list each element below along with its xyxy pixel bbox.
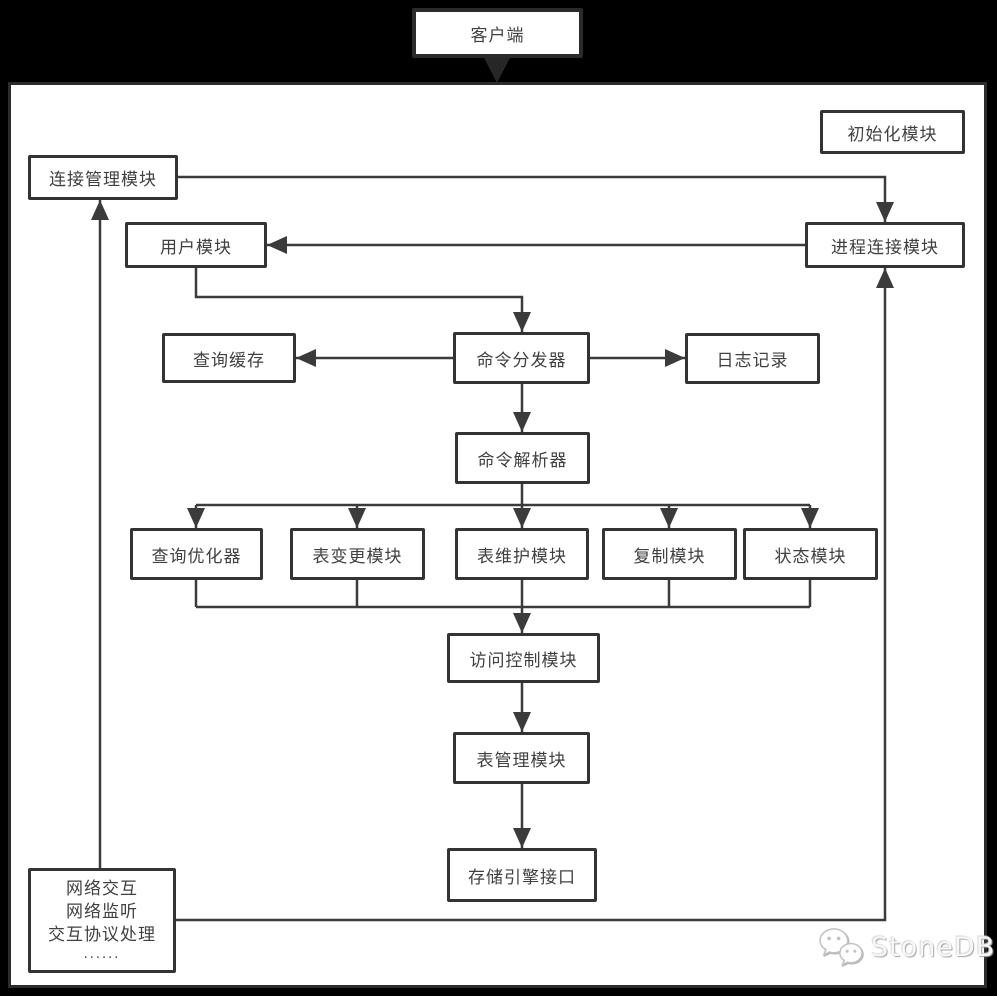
client-down-arrow-icon	[483, 56, 511, 83]
node-log-record: 日志记录	[685, 333, 820, 384]
node-access-control-module: 访问控制模块	[447, 633, 600, 683]
node-replication-module: 复制模块	[602, 528, 737, 580]
edge-user-to-dispatcher	[194, 268, 531, 332]
node-user-module: 用户模块	[125, 222, 267, 268]
node-query-cache: 查询缓存	[162, 333, 296, 383]
node-query-optimizer: 查询优化器	[130, 528, 263, 580]
node-network-module: 网络交互 网络监听 交互协议处理 ......	[28, 868, 176, 973]
edge-network-to-processconn	[176, 268, 894, 922]
node-table-mgmt-module: 表管理模块	[453, 732, 590, 784]
network-line-3: 交互协议处理	[48, 925, 156, 945]
node-connection-mgmt-module: 连接管理模块	[28, 155, 178, 200]
node-table-change-module: 表变更模块	[290, 528, 425, 580]
node-command-parser: 命令解析器	[455, 432, 590, 484]
watermark: StoneDB	[818, 926, 995, 968]
network-line-ellipsis: ......	[83, 947, 121, 962]
network-line-1: 网络交互	[66, 879, 138, 899]
node-storage-engine-interface: 存储引擎接口	[447, 848, 597, 902]
node-status-module: 状态模块	[743, 528, 878, 580]
node-client: 客户端	[412, 8, 583, 58]
watermark-text: StoneDB	[871, 931, 996, 963]
wechat-icon	[819, 928, 863, 967]
node-process-connection-module: 进程连接模块	[805, 222, 965, 268]
network-line-2: 网络监听	[66, 902, 138, 922]
node-init-module: 初始化模块	[820, 110, 965, 154]
node-table-maintenance-module: 表维护模块	[455, 528, 589, 580]
node-command-dispatcher: 命令分发器	[453, 332, 590, 384]
edge-connmgmt-to-processconn	[178, 175, 894, 222]
